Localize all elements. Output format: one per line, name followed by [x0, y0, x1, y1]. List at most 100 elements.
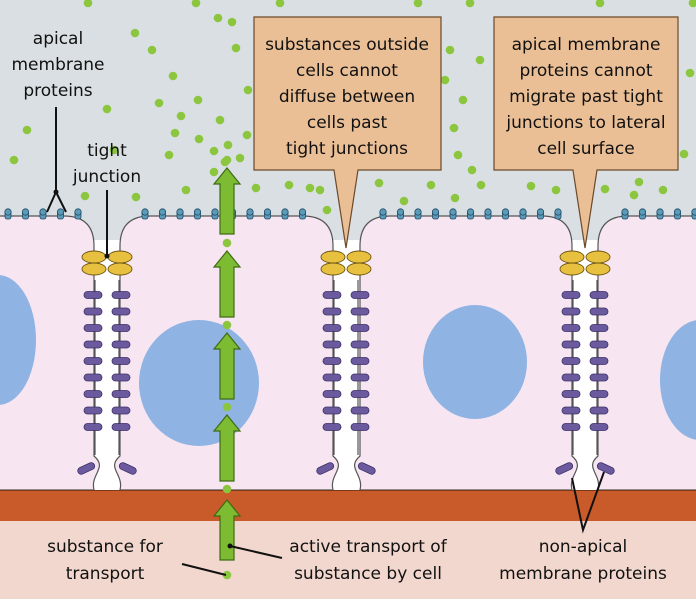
lateral-membrane-protein: [322, 357, 342, 365]
substance-dot: [413, 0, 423, 8]
label-apical-line-2: membrane: [11, 55, 104, 75]
lateral-membrane-protein: [83, 357, 103, 365]
apical-membrane-protein: [211, 208, 219, 220]
substance-dot: [213, 13, 223, 23]
substance-dot: [251, 183, 261, 193]
substance-dot: [9, 155, 19, 165]
apical-membrane-protein: [379, 208, 387, 220]
tight-junction-protein: [559, 250, 585, 264]
transport-arrow-icon: [212, 250, 242, 318]
substance-dot: [595, 0, 605, 8]
apical-membrane-protein: [554, 208, 562, 220]
apical-membrane-protein: [176, 208, 184, 220]
callout-no-migration-line-5: cell surface: [537, 139, 634, 159]
apical-membrane-protein: [414, 208, 422, 220]
label-substance-line-2: transport: [66, 564, 145, 584]
lateral-membrane-protein: [322, 291, 342, 299]
apical-membrane-protein: [74, 208, 82, 220]
lateral-membrane-protein: [589, 340, 609, 349]
label-non-apical-line-1: non-apical: [539, 537, 628, 557]
apical-membrane-protein: [263, 208, 272, 220]
substance-dot: [164, 150, 174, 160]
lateral-membrane-protein: [589, 406, 609, 415]
substance-dot: [685, 68, 695, 78]
cell-layer: [0, 215, 696, 490]
nucleus-2: [139, 320, 259, 446]
lateral-membrane-protein: [322, 423, 342, 431]
substance-dot: [168, 71, 178, 81]
lateral-membrane-protein: [322, 373, 342, 382]
substance-dot-transported: [222, 320, 232, 330]
lateral-membrane-protein: [111, 340, 131, 349]
tight-junction-protein: [585, 250, 611, 264]
nucleus-3: [423, 305, 527, 419]
lateral-membrane-protein: [322, 406, 342, 415]
substance-dot: [194, 134, 204, 144]
substance-dot: [458, 95, 468, 105]
label-apical-line-3: proteins: [23, 81, 92, 101]
transport-arrow-icon: [212, 499, 242, 561]
lateral-membrane-protein: [350, 324, 370, 332]
apical-membrane-protein: [536, 208, 545, 220]
apical-membrane-protein: [621, 208, 629, 220]
substance-dot: [374, 178, 384, 188]
lateral-membrane-protein: [350, 423, 370, 431]
lateral-membrane-protein: [83, 373, 103, 382]
non-apical-membrane-protein: [118, 462, 137, 475]
substance-dot: [83, 0, 93, 8]
substance-dot: [475, 55, 485, 65]
substance-dot: [526, 181, 536, 191]
lateral-membrane-protein: [83, 406, 103, 415]
tight-junction-protein: [320, 250, 346, 264]
substance-dot: [453, 150, 463, 160]
lateral-membrane-protein: [561, 324, 581, 332]
substance-dot: [80, 191, 90, 201]
label-tight-junction-line-1: tight: [87, 141, 127, 161]
substance-dot: [227, 17, 237, 27]
apical-membrane-protein: [519, 208, 527, 220]
transport-arrow-icon: [212, 167, 242, 235]
lateral-membrane-protein: [350, 291, 370, 299]
non-apical-membrane-protein: [596, 462, 615, 475]
substance-dot: [209, 146, 219, 156]
callout-no-migration-line-3: migrate past tight: [509, 87, 663, 107]
apical-membrane-protein: [193, 208, 202, 220]
substance-dot: [102, 104, 112, 114]
lateral-membrane-protein: [589, 423, 609, 431]
epithelial-cell-1: [0, 215, 100, 490]
substance-dot: [445, 45, 455, 55]
substance-dot: [243, 85, 253, 95]
tight-junction-layer: [81, 250, 611, 276]
substance-dot: [215, 115, 225, 125]
lateral-membrane-protein: [561, 357, 581, 365]
callout-no-diffusion-line-2: cells cannot: [296, 61, 398, 81]
substance-dot: [658, 185, 668, 195]
lateral-membrane-protein: [589, 373, 609, 382]
lateral-membrane-protein: [561, 390, 581, 398]
substance-dot: [465, 0, 475, 8]
transport-arrow-icon: [212, 414, 242, 482]
substance-dot-transported: [222, 238, 232, 248]
non-apical-membrane-protein: [77, 462, 96, 475]
label-active-line-1: active transport of: [289, 537, 447, 557]
lateral-membrane-protein: [83, 324, 103, 332]
lateral-membrane-protein: [350, 390, 370, 398]
lateral-membrane-protein: [111, 291, 131, 299]
substance-dot: [450, 193, 460, 203]
tight-junction-protein: [107, 250, 133, 264]
apical-membrane-protein: [501, 208, 510, 220]
substance-dot: [284, 180, 294, 190]
lateral-membrane-protein: [589, 324, 609, 332]
substance-dot: [130, 28, 140, 38]
apical-membrane-protein: [281, 208, 289, 220]
label-non-apical-line-2: membrane proteins: [499, 564, 667, 584]
lateral-membrane-protein: [350, 373, 370, 382]
apical-protein-layer: [4, 208, 696, 220]
apical-membrane-protein: [431, 208, 440, 220]
lateral-membrane-protein: [322, 307, 342, 316]
lateral-membrane-protein: [83, 390, 103, 398]
tight-junction-protein: [107, 262, 133, 276]
lateral-membrane-protein: [561, 373, 581, 382]
lateral-membrane-protein: [561, 423, 581, 431]
